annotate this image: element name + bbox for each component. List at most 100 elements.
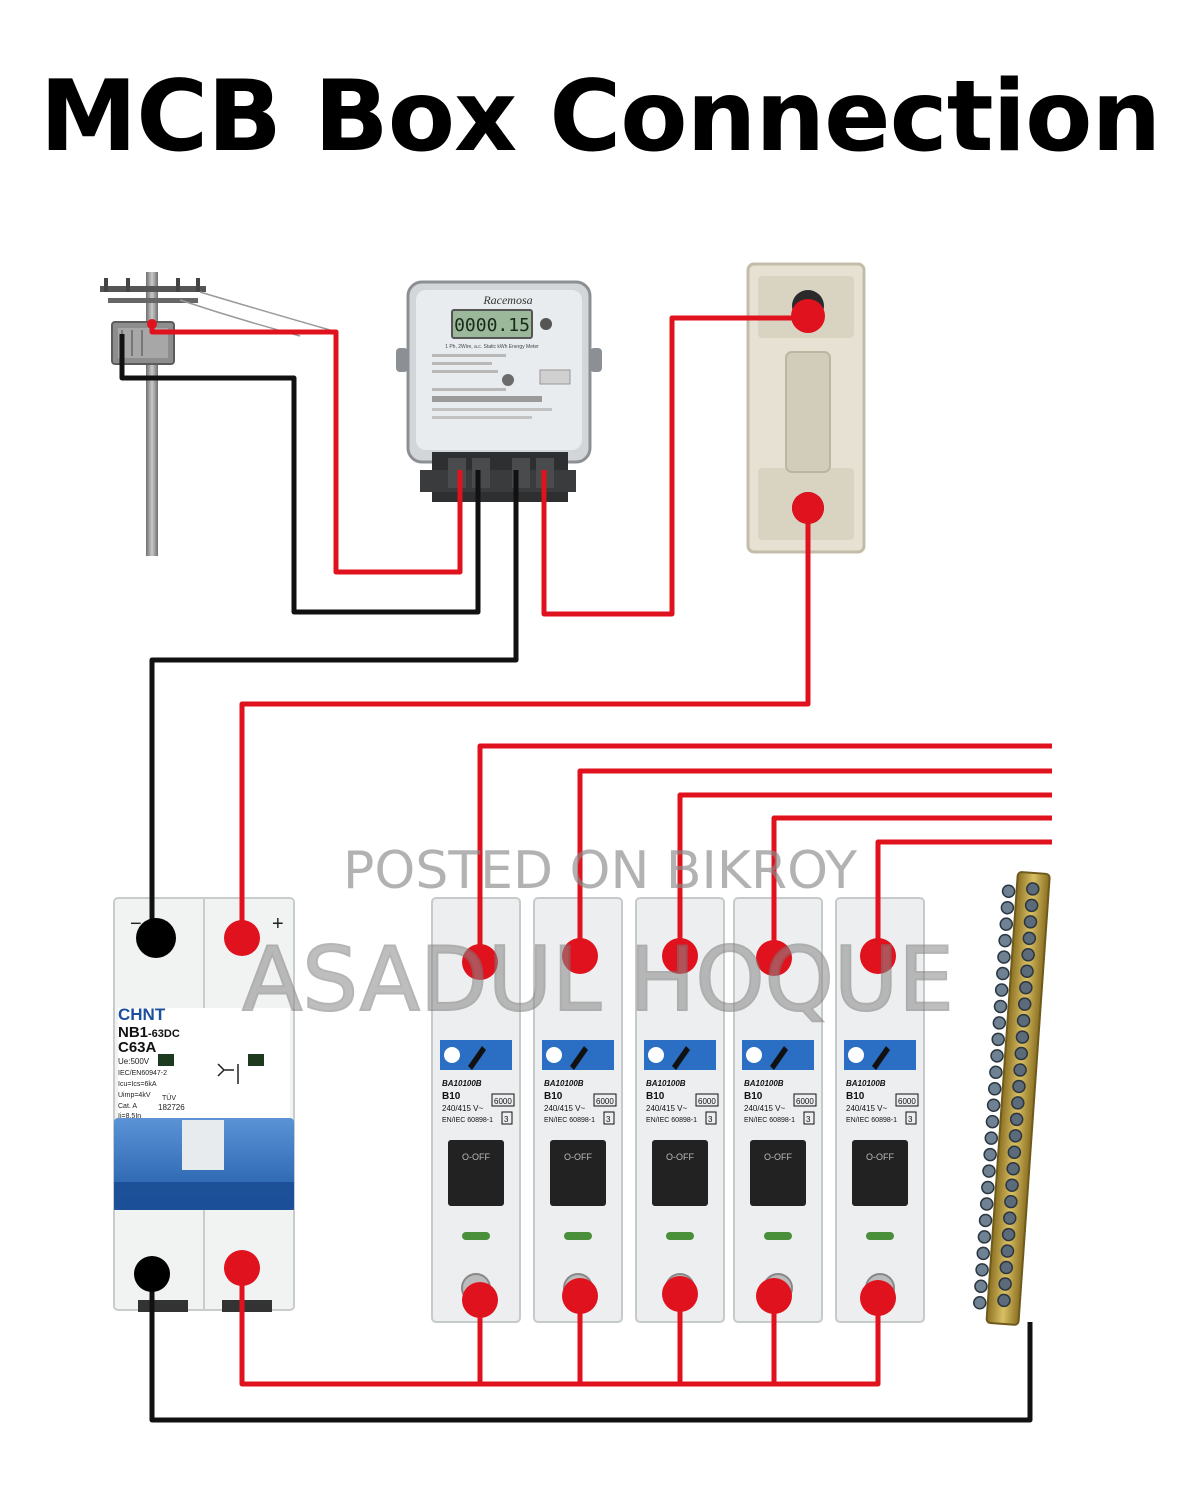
branch-mcb-in-terminal	[860, 938, 896, 974]
mcb-brand: CHNT	[118, 1005, 166, 1024]
busbar-screw-head	[992, 1016, 1007, 1030]
branch-mcb-standard: EN/IEC 60898-1	[846, 1117, 897, 1124]
mcb-plus-label: +	[272, 913, 284, 935]
mcb-category: Cat. A	[118, 1103, 137, 1110]
branch-mcb-standard: EN/IEC 60898-1	[544, 1117, 595, 1124]
busbar-screw-head	[998, 933, 1012, 948]
branch-mcb-toggle[interactable]	[750, 1140, 806, 1206]
wire-outgoing-3	[677, 792, 1052, 956]
busbar-screw-head	[974, 1279, 988, 1294]
branch-mcb-standard: EN/IEC 60898-1	[646, 1117, 697, 1124]
busbar-screw	[1016, 1013, 1031, 1028]
meter-reading: 0000.15	[454, 315, 530, 336]
wire-pole-neutral-to-meter	[119, 334, 481, 615]
branch-mcb-breaking: 6000	[596, 1097, 614, 1106]
branch-mcb-voltage: 240/415 V~	[646, 1104, 687, 1113]
busbar-screw	[1012, 1079, 1026, 1094]
main-dp-mcb: − + CHNT NB1-63DC C63A Ue:500V IEC/EN609…	[113, 897, 295, 1312]
busbar-screw-head	[994, 983, 1009, 997]
busbar-screw	[1005, 1178, 1019, 1192]
wires	[119, 315, 1052, 1423]
busbar-screw-head	[981, 1180, 995, 1195]
branch-mcb-voltage: 240/415 V~	[846, 1104, 887, 1113]
busbar-screw	[1008, 1129, 1023, 1143]
branch-mcb-toggle[interactable]	[550, 1140, 606, 1206]
mcb-icu: Icu=Ics=6kA	[118, 1081, 157, 1088]
busbar-screw-head	[982, 1164, 996, 1178]
energy-meter: Racemosa 0000.15 1 Ph, 2Wire, a.c. Stati…	[396, 280, 602, 502]
wire-phase-bus	[239, 1270, 881, 1387]
busbar-screw-head	[987, 1082, 1002, 1096]
busbar-screw-head	[993, 999, 1008, 1014]
busbar-screw	[998, 1277, 1012, 1291]
branch-mcb-rating: B10	[646, 1091, 665, 1102]
busbar-screw	[1007, 1145, 1022, 1160]
busbar-screw-head	[976, 1246, 990, 1261]
branch-mcb-voltage: 240/415 V~	[544, 1104, 585, 1113]
branch-mcb-out-terminal	[462, 1282, 498, 1318]
busbar-screw	[1024, 898, 1039, 913]
terminal-dots	[134, 299, 825, 1292]
mcb-ii: Ii=8.5In	[118, 1113, 141, 1120]
busbar-screw-head	[1001, 884, 1016, 899]
busbar-screw	[1009, 1112, 1024, 1127]
branch-mcb-model: BA10100B	[544, 1079, 584, 1088]
busbar-screw-head	[1000, 900, 1015, 915]
page-title: MCB Box Connection	[39, 60, 1161, 174]
busbar-screw	[1006, 1162, 1020, 1176]
branch-mcb-rating: B10	[442, 1091, 461, 1102]
branch-mcb-class: 3	[908, 1115, 913, 1124]
branch-mcb-switch-label: O-OFF	[666, 1152, 694, 1162]
busbar-screw	[1015, 1030, 1030, 1044]
wire-fuse-to-mcb	[239, 508, 811, 940]
fuse-bottom-terminal	[792, 492, 824, 524]
mcb-uimp: Uimp=4kV	[118, 1092, 151, 1099]
branch-mcb-switch-label: O-OFF	[866, 1152, 894, 1162]
busbar-screw	[1000, 1244, 1015, 1258]
branch-mcb-standard: EN/IEC 60898-1	[442, 1117, 493, 1124]
wire-outgoing-1	[477, 743, 1052, 962]
mcb-neutral-out-terminal	[134, 1256, 170, 1292]
branch-mcb-rating: B10	[544, 1091, 563, 1102]
mcb-model: NB1-63DC	[118, 1024, 180, 1041]
busbar-screw	[1001, 1227, 1016, 1242]
branch-mcb-model: BA10100B	[744, 1079, 784, 1088]
busbar-screw	[1004, 1194, 1018, 1209]
meter-display	[451, 309, 533, 339]
busbar-screw-head	[997, 950, 1011, 964]
mcb-standard: IEC/EN60947-2	[118, 1070, 167, 1077]
branch-mcb-toggle[interactable]	[448, 1140, 504, 1206]
mcb-rating: C63A	[118, 1039, 157, 1056]
wire-outgoing-4	[771, 815, 1052, 958]
branch-mcb-breaking: 6000	[698, 1097, 716, 1106]
busbar-screw-head	[973, 1295, 987, 1310]
busbar-screw	[1003, 1211, 1017, 1225]
watermark-line-2: ASADUL HOQUE	[242, 928, 954, 1031]
branch-mcb-switch-label: O-OFF	[564, 1152, 592, 1162]
busbar-screw	[1020, 964, 1034, 978]
branch-mcb-class: 3	[606, 1115, 611, 1124]
busbar-screw	[1021, 948, 1035, 962]
branch-mcb-toggle[interactable]	[652, 1140, 708, 1206]
busbar-screw-head	[983, 1147, 997, 1162]
branch-mcb-breaking: 6000	[796, 1097, 814, 1106]
branch-mcb-toggle[interactable]	[852, 1140, 908, 1206]
busbar-screw	[1022, 931, 1037, 946]
busbar-screw-head	[990, 1049, 1004, 1063]
mcb-neutral-in-terminal	[136, 918, 176, 958]
busbar-screw	[1013, 1063, 1027, 1077]
branch-mcb-model: BA10100B	[442, 1079, 482, 1088]
pole-phase-terminal	[147, 319, 157, 329]
busbar-screw-head	[985, 1114, 1000, 1129]
branch-mcb-out-terminal	[756, 1278, 792, 1314]
busbar-screw-head	[975, 1263, 989, 1277]
branch-mcb-class: 3	[504, 1115, 509, 1124]
branch-mcb-out-terminal	[562, 1278, 598, 1314]
branch-mcb-model: BA10100B	[846, 1079, 886, 1088]
busbar-screw	[1011, 1096, 1025, 1110]
busbar-screw-head	[996, 966, 1010, 981]
branch-mcb-rating: B10	[846, 1091, 865, 1102]
mcb-voltage: Ue:500V	[118, 1057, 150, 1066]
